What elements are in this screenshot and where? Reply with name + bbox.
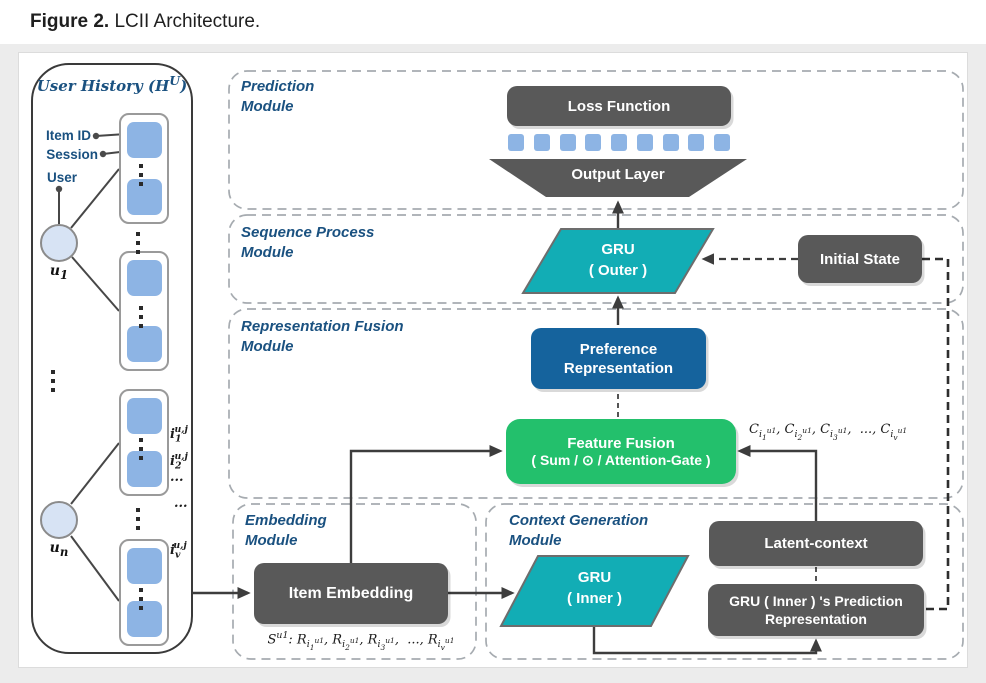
gru-inner-shape [499,555,690,627]
gru-inner-label: GRU ( Inner ) [567,569,622,607]
output-unit [533,134,550,151]
output-unit [688,134,705,151]
loss-function-box: Loss Function [507,86,731,126]
vdots-icon [136,229,140,256]
embedding-sequence-notation: Su1: Ri1u1, Ri2u1, Ri3u1, ..., Rivu1 [267,630,455,652]
arrow-latent-to-fusion [737,445,818,521]
session-container-4 [119,539,169,646]
item-square [127,260,162,296]
embedding-module-label: Embedding Module [245,512,327,549]
architecture-figure: User History (HU) Item ID Session User u… [18,52,968,668]
gru-inner-prediction-label: GRU ( Inner ) 's Prediction Representati… [729,593,903,627]
item-square [127,548,162,584]
figure-title: LCII Architecture. [114,11,261,32]
output-unit [714,134,730,151]
user-node-un-label: un [49,540,69,559]
session-container-3 [119,389,169,496]
preference-representation-label: Preference Representation [563,340,674,377]
latent-context-box: Latent-context [709,521,923,566]
item-square [127,179,162,215]
item-embedding-box: Item Embedding [254,563,448,624]
output-units-row [508,134,730,151]
vdots-icon [139,435,143,462]
output-layer-shape [489,159,747,197]
feature-fusion-box: Feature Fusion ( Sum / ⊙ / Attention-Gat… [506,419,736,484]
dashed-feedback-prediction-rep-to-initial-state [922,257,950,611]
user-node-u1-label: u1 [49,263,69,282]
session-container-1 [119,113,169,224]
feature-fusion-title: Feature Fusion [567,434,675,452]
gru-inner-prediction-box: GRU ( Inner ) 's Prediction Representati… [708,584,924,636]
figure-caption: Figure 2. LCII Architecture. [30,11,260,33]
legend-dots [55,132,107,193]
user-history-panel: User History (HU) [31,63,193,654]
figure-label: Figure 2. [30,11,110,32]
vdots-icon [139,303,143,330]
user-history-title: User History (HU) [36,73,188,95]
output-unit [508,134,524,151]
output-unit [611,134,627,151]
item-index-i1: i1u,j [170,424,188,445]
embedding-module-border [232,503,477,660]
sequence-module-label: Sequence Process Module [241,224,375,261]
output-layer-label: Output Layer [571,166,665,183]
arrow-gru-inner-to-prediction-rep [592,626,822,655]
context-module-label: Context Generation Module [509,512,649,549]
item-square [127,451,162,487]
figure-caption-bar: Figure 2. LCII Architecture. [0,0,986,44]
gru-outer-shape [521,228,715,294]
feature-fusion-ops: ( Sum / ⊙ / Attention-Gate ) [531,451,711,468]
item-index-iv: ivu,j [170,540,187,561]
item-index-i2: i2u,j [170,451,188,472]
context-sequence-notation: Ci1u1, Ci2u1, Ci3u1, ..., Civu1 [749,422,908,442]
output-unit [636,134,653,151]
user-label: User [46,170,77,185]
output-unit [559,134,576,151]
item-index-ellipsis: ... [170,470,184,485]
vdots-icon [51,367,55,394]
fusion-module-border [228,308,964,499]
connector-layer [55,70,964,660]
item-square [127,601,162,637]
user-node-un [40,501,78,539]
output-unit [585,134,602,151]
session-label: Session [46,147,98,162]
preference-representation-box: Preference Representation [531,328,706,389]
item-index-ellipsis: ... [174,496,188,511]
user-node-u1 [40,224,78,262]
initial-state-box: Initial State [798,235,922,283]
item-square [127,122,162,158]
item-id-label: Item ID [45,128,91,143]
gru-outer-label: GRU ( Outer ) [588,241,648,279]
vdots-icon [139,161,143,188]
vdots-icon [139,585,143,612]
item-square [127,398,162,434]
arrow-embedding-to-fusion [349,445,503,563]
output-unit [662,134,679,151]
sequence-module-border [228,214,964,304]
vdots-icon [136,505,140,532]
prediction-module-border [228,70,964,210]
item-square [127,326,162,362]
session-container-2 [119,251,169,371]
fusion-module-label: Representation Fusion Module [241,318,404,355]
prediction-module-label: Prediction Module [241,78,315,115]
context-module-border [485,503,964,660]
